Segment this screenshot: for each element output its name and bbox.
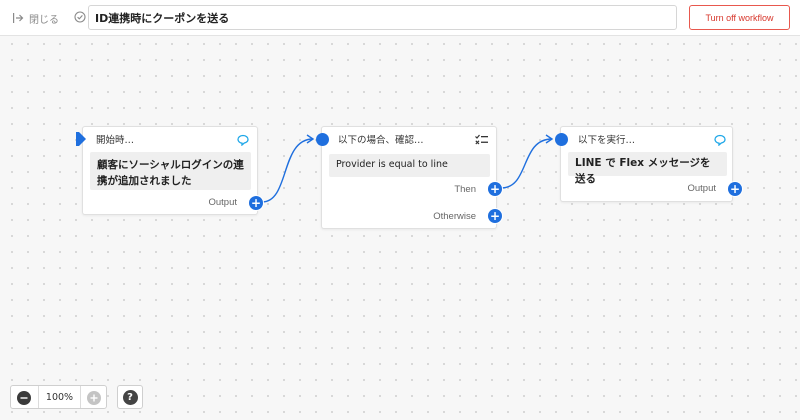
condition-input-port[interactable] [316,133,329,146]
condition-node-header: 以下の場合、確認… [322,127,496,151]
help-button[interactable]: ? [117,385,143,409]
trigger-body-line-2: 携が追加されました [97,175,192,187]
action-node-header: 以下を実行… [561,127,732,151]
condition-then-label: Then [454,184,476,195]
zoom-controls: 100% [10,385,107,409]
condition-list-icon [475,134,488,145]
action-input-port[interactable] [555,133,568,146]
zoom-level: 100% [38,386,81,408]
arrowhead [545,134,554,144]
action-node-body: LINE で Flex メッセージを送る [568,152,727,185]
connector-trigger-to-condition [261,138,314,203]
connector-condition-to-action [500,138,553,189]
arrowhead [306,134,315,144]
trigger-node-body: 顧客にソーシャルログインの連 携が追加されました [90,152,251,190]
help-icon: ? [122,389,138,405]
close-label: 閉じる [29,14,59,26]
action-body-text: LINE で Flex メッセージを送る [575,157,711,185]
exit-icon [13,13,24,23]
zoom-out-button[interactable] [17,391,31,405]
condition-then-port[interactable]: + [488,182,502,196]
close-button[interactable]: 閉じる [12,9,59,27]
turn-off-workflow-button[interactable]: Turn off workflow [689,5,790,30]
zoom-in-button[interactable] [87,391,101,405]
trigger-output-label: Output [208,197,237,208]
check-circle-icon [74,11,86,23]
condition-node-body: Provider is equal to line [329,154,490,177]
condition-otherwise-label: Otherwise [433,211,476,222]
play-icon [76,132,86,146]
trigger-node[interactable]: 開始時… 顧客にソーシャルログインの連 携が追加されました Output + [76,126,263,215]
action-node-title: 以下を実行… [578,135,636,146]
trigger-node-title: 開始時… [96,135,135,146]
action-output-label: Output [687,183,716,194]
trigger-body-line-1: 顧客にソーシャルログインの連 [97,159,244,171]
condition-node-title: 以下の場合、確認… [338,135,424,146]
plus-icon [90,394,98,402]
condition-node[interactable]: 以下の場合、確認… Provider is equal to line Then… [316,126,502,229]
action-node[interactable]: 以下を実行… LINE で Flex メッセージを送る Output + [555,126,742,202]
turn-off-workflow-label: Turn off workflow [705,12,774,23]
condition-rule-text: Provider is equal to line [336,159,448,170]
line-chat-icon [237,134,249,146]
top-bar: 閉じる Turn off workflow [0,0,800,36]
action-output-port[interactable]: + [728,182,742,196]
minus-icon [20,397,28,399]
trigger-output-port[interactable]: + [249,196,263,210]
condition-otherwise-port[interactable]: + [488,209,502,223]
trigger-node-header: 開始時… [76,127,257,151]
line-chat-icon [714,134,726,146]
workflow-name-input[interactable] [88,5,677,30]
